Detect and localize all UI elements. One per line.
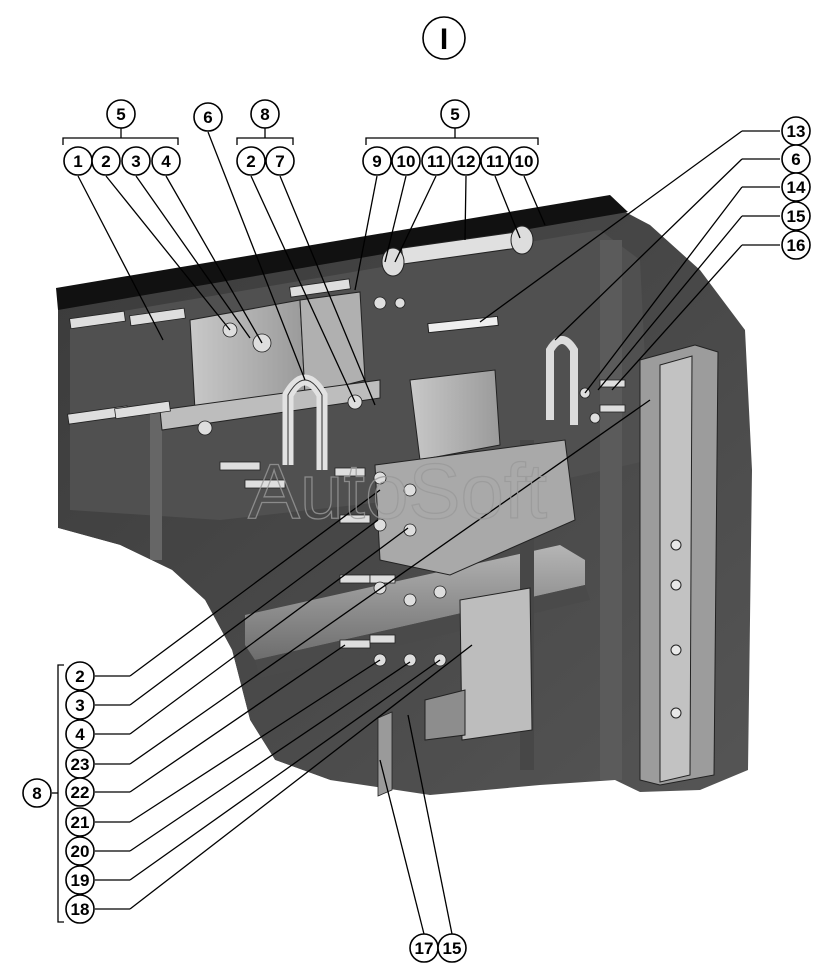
- callout: 23: [65, 749, 95, 779]
- callout: 1: [63, 146, 93, 176]
- vertical-strip-right: [600, 240, 622, 780]
- callout-label: 3: [131, 152, 140, 171]
- callout-label: 17: [415, 939, 434, 958]
- callout-label: 6: [791, 150, 800, 169]
- callout-label: 11: [486, 152, 504, 171]
- callout-label: 2: [101, 152, 110, 171]
- callout-label: 8: [32, 784, 41, 803]
- callout: 6: [193, 102, 223, 132]
- callout-label: 12: [457, 152, 476, 171]
- callout-label: 5: [450, 105, 459, 124]
- callout: 13: [781, 116, 811, 146]
- fasteners: [67, 278, 626, 667]
- callout-label: 20: [71, 842, 90, 861]
- callout: 11: [480, 146, 510, 176]
- callout: 16: [781, 230, 811, 260]
- callout-label: 18: [71, 900, 90, 919]
- callout-label: 10: [515, 152, 534, 171]
- callout: 17: [409, 933, 439, 963]
- side-bracket-bolts: [670, 539, 682, 719]
- callout: 15: [437, 933, 467, 963]
- callout-label: 2: [75, 667, 84, 686]
- watermark-text: AutoSoft: [248, 447, 548, 535]
- scene-render: [0, 195, 752, 968]
- lower-foot: [424, 689, 466, 741]
- callout-label: 1: [73, 152, 82, 171]
- callouts-bottom: 17 15: [409, 933, 467, 963]
- callout: 22: [65, 777, 95, 807]
- callout: 20: [65, 836, 95, 866]
- callout: 5: [106, 99, 136, 129]
- callout: 8: [250, 99, 280, 129]
- callout: 21: [65, 807, 95, 837]
- callouts-top: 5 1 2 3 4 6 8 2 7 5 9 10 11 12 11 10: [63, 99, 539, 176]
- leader-lines: [52, 128, 780, 935]
- callout: 6: [781, 144, 811, 174]
- callout-label: 19: [71, 871, 90, 890]
- callout: 10: [391, 146, 421, 176]
- callout-label: 9: [372, 152, 381, 171]
- callout: 12: [451, 146, 481, 176]
- callout-label: 13: [787, 122, 806, 141]
- top-rail: [56, 195, 628, 310]
- callout: 18: [65, 894, 95, 924]
- vertical-strip-left: [150, 410, 162, 560]
- callout-label: 15: [443, 939, 462, 958]
- callout: 9: [362, 146, 392, 176]
- callout: 15: [781, 201, 811, 231]
- callout: 2: [91, 146, 121, 176]
- callout: 11: [421, 146, 451, 176]
- view-label: I: [440, 23, 448, 56]
- callout-label: 22: [71, 783, 90, 802]
- callout: 4: [151, 146, 181, 176]
- callout-label: 21: [71, 813, 90, 832]
- side-bracket-face: [659, 355, 693, 783]
- callout: 3: [121, 146, 151, 176]
- callout: 3: [65, 690, 95, 720]
- callout-label: 16: [787, 236, 806, 255]
- lower-plate: [459, 587, 533, 741]
- callout: 14: [781, 172, 811, 202]
- callout: 5: [440, 99, 470, 129]
- bottom-pipe-17: [377, 711, 393, 797]
- callout: 10: [509, 146, 539, 176]
- callout: 2: [65, 661, 95, 691]
- callout-label: 3: [75, 696, 84, 715]
- callout-label: 23: [71, 755, 90, 774]
- callout-label: 6: [203, 108, 212, 127]
- callout-group-label: 8: [22, 778, 52, 808]
- callout: 19: [65, 865, 95, 895]
- view-label-badge: I: [422, 16, 466, 60]
- washer-11-right: [510, 225, 534, 255]
- callout: 4: [65, 719, 95, 749]
- callout-label: 7: [275, 152, 284, 171]
- callout-label: 11: [427, 152, 445, 171]
- callout-label: 10: [397, 152, 416, 171]
- callouts-right: 13 6 14 15 16: [781, 116, 811, 260]
- callout-label: 4: [161, 152, 171, 171]
- center-bracket: [409, 369, 501, 461]
- callout-label: 2: [246, 152, 255, 171]
- callout: 7: [265, 146, 295, 176]
- callout-label: 15: [787, 207, 806, 226]
- center-plate: [374, 439, 576, 576]
- callout-label: 14: [787, 178, 806, 197]
- callout-label: 4: [75, 725, 85, 744]
- callout: 2: [236, 146, 266, 176]
- callout-label: 8: [260, 105, 269, 124]
- callouts-left: 8 2 3 4 23 22 21 20 19 18: [22, 661, 95, 924]
- callout-label: 5: [116, 105, 125, 124]
- strap-13: [427, 315, 499, 334]
- u-bolt-right: [546, 336, 578, 425]
